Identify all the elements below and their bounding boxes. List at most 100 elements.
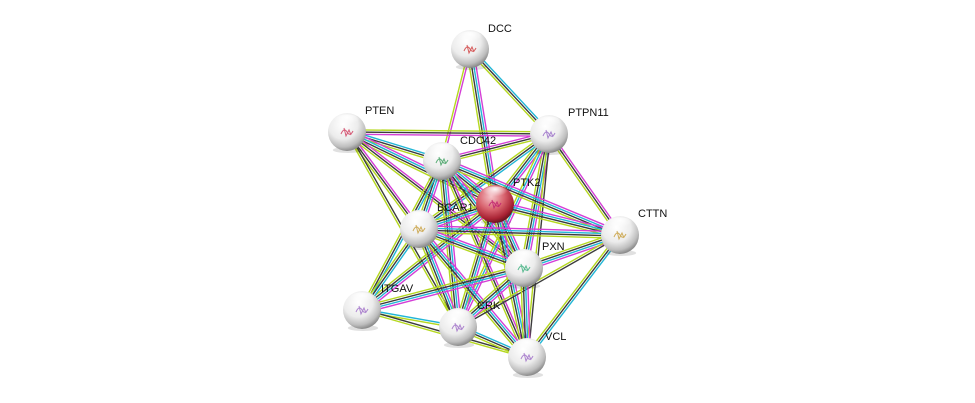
node-label: CRK — [477, 300, 501, 312]
edge-line-experimental — [348, 130, 422, 229]
edge-bcar1-vcl[interactable] — [415, 226, 531, 360]
node-label: VCL — [545, 331, 566, 343]
edge-line-experimental — [495, 200, 621, 233]
edge-line-textmining — [439, 161, 526, 359]
edge-pten-bcar1[interactable] — [344, 130, 422, 231]
edge-line-coexpression — [548, 133, 621, 236]
edge-line-textmining — [440, 48, 470, 161]
edge-line-curated-db — [471, 47, 552, 133]
edge-line-coexpression — [346, 131, 420, 230]
edge-dcc-cdc42[interactable] — [440, 48, 472, 162]
edge-line-coexpression — [417, 229, 527, 359]
edge-line-experimental — [442, 157, 622, 233]
node-pten[interactable]: PTEN — [328, 105, 394, 153]
protein-structure-icon — [340, 127, 354, 138]
edge-ptpn11-cttn[interactable] — [546, 132, 623, 237]
protein-structure-icon — [517, 263, 531, 274]
edge-line-experimental — [419, 225, 621, 233]
node-label: BCAR1 — [437, 202, 474, 214]
node-ptpn11[interactable]: PTPN11 — [530, 107, 609, 155]
edge-line-coexpression — [360, 202, 495, 310]
node-vcl[interactable]: VCL — [508, 331, 566, 378]
node-label: PTEN — [365, 105, 394, 117]
edge-line-textmining — [467, 50, 548, 136]
node-label: CTTN — [638, 208, 667, 220]
node-label: DCC — [488, 23, 512, 35]
edge-line-textmining — [524, 233, 619, 357]
node-highlight — [510, 250, 538, 265]
edge-line-textmining — [359, 200, 494, 308]
node-highlight — [456, 31, 484, 46]
node-highlight — [428, 143, 456, 158]
edge-dcc-ptpn11[interactable] — [467, 47, 552, 136]
node-crk[interactable]: CRK — [439, 300, 501, 348]
edge-line-experimental — [444, 160, 462, 327]
edge-line-coexpression — [441, 160, 528, 358]
edge-line-experimental — [362, 270, 526, 314]
edge-line-coexpression — [418, 229, 620, 237]
edge-line-textmining — [360, 264, 524, 308]
edge-line-coexpression — [458, 235, 621, 329]
protein-structure-icon — [488, 199, 502, 210]
protein-structure-icon — [520, 352, 534, 363]
protein-structure-icon — [613, 230, 627, 241]
node-highlight — [535, 116, 563, 131]
protein-structure-icon — [435, 156, 449, 167]
edge-line-textmining — [359, 159, 441, 310]
edge-line-curated-db — [528, 235, 623, 359]
edge-line-coexpression — [346, 131, 550, 135]
edge-line-experimental — [442, 49, 472, 162]
edge-pten-ptpn11[interactable] — [346, 129, 550, 137]
edge-cttn-vcl[interactable] — [524, 233, 623, 359]
edge-line-textmining — [344, 132, 418, 231]
node-pxn[interactable]: PXN — [505, 241, 565, 289]
protein-structure-icon — [355, 305, 369, 316]
edge-line-coexpression — [361, 266, 524, 310]
node-highlight — [348, 292, 376, 307]
node-label: ITGAV — [381, 283, 414, 295]
edge-line-experimental — [346, 133, 549, 137]
node-highlight — [606, 217, 634, 232]
node-highlight — [444, 309, 472, 324]
protein-structure-icon — [451, 322, 465, 333]
node-ptk2[interactable]: PTK2 — [476, 177, 541, 225]
node-label: PXN — [542, 241, 565, 253]
node-highlight — [333, 114, 361, 129]
edge-line-experimental — [460, 204, 499, 329]
edge-line-curated-db — [362, 268, 525, 312]
protein-structure-icon — [463, 44, 477, 55]
edge-line-curated-db — [442, 159, 621, 235]
edge-line-textmining — [347, 129, 550, 133]
edge-line-curated-db — [458, 204, 497, 328]
edge-bcar1-cttn[interactable] — [418, 225, 621, 239]
edge-pxn-itgav[interactable] — [360, 264, 526, 314]
edge-line-textmining — [415, 230, 526, 360]
edge-line-coexpression — [526, 234, 621, 358]
node-dcc[interactable]: DCC — [451, 23, 512, 70]
node-label: CDC42 — [460, 135, 496, 147]
edge-line-textmining — [418, 231, 620, 239]
edge-line-experimental — [420, 226, 531, 356]
protein-structure-icon — [542, 129, 556, 140]
edge-line-coexpression — [456, 203, 495, 327]
node-label: PTPN11 — [568, 107, 609, 119]
protein-structure-icon — [412, 224, 426, 235]
node-cttn[interactable]: CTTN — [601, 208, 667, 256]
node-highlight — [513, 339, 541, 354]
node-itgav[interactable]: ITGAV — [343, 283, 414, 331]
edge-line-coexpression — [469, 48, 550, 135]
edge-ptk2-crk[interactable] — [454, 202, 499, 329]
node-cdc42[interactable]: CDC42 — [423, 135, 496, 182]
node-label: PTK2 — [513, 177, 541, 189]
node-bcar1[interactable]: BCAR1 — [400, 202, 474, 250]
edge-line-experimental — [550, 132, 623, 235]
edge-line-coexpression — [468, 49, 495, 205]
edge-line-coexpression — [527, 134, 551, 358]
edge-line-textmining — [454, 202, 493, 327]
edge-line-textmining — [546, 134, 619, 237]
edge-line-curated-db — [419, 227, 529, 357]
edge-line-curated-db — [495, 202, 621, 235]
node-highlight — [481, 186, 509, 201]
